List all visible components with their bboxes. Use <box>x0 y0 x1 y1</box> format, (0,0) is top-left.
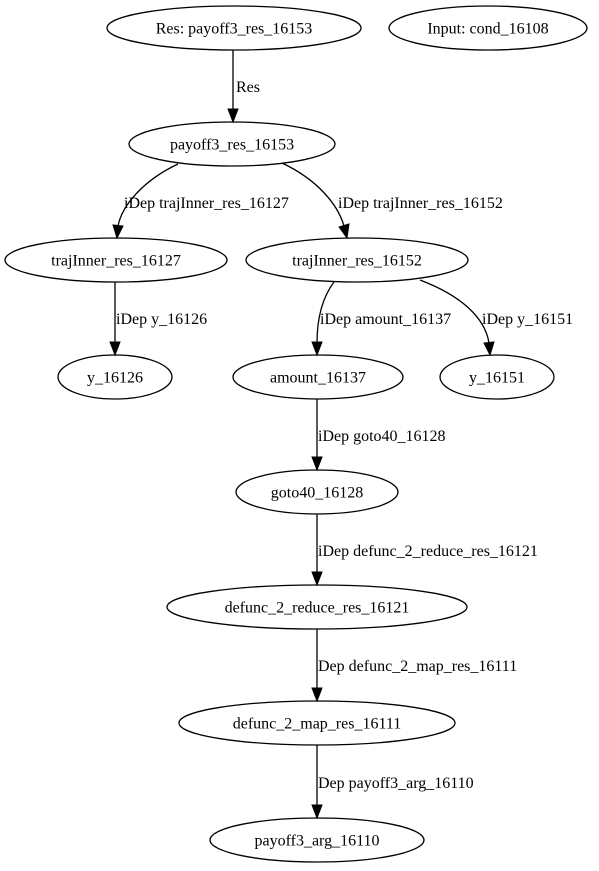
edge-dep-defunc-2-map-res-16111-arrowhead <box>311 687 323 703</box>
node-trajinner-16127: trajInner_res_16127 <box>4 237 228 283</box>
node-res-payoff3: Res: payoff3_res_16153 <box>106 5 362 51</box>
node-defunc-2-reduce-res-16121-label: defunc_2_reduce_res_16121 <box>225 600 410 617</box>
edge-idep-trajinner-16127-label: iDep trajInner_res_16127 <box>124 195 289 212</box>
edge-idep-y-16151-arrowhead <box>483 341 495 357</box>
node-payoff3-arg-16110-label: payoff3_arg_16110 <box>254 833 379 850</box>
edge-idep-amount-16137-label: iDep amount_16137 <box>320 311 451 328</box>
edge-dep-payoff3-arg-16110-label: Dep payoff3_arg_16110 <box>318 775 474 792</box>
node-amount-16137-label: amount_16137 <box>270 370 366 387</box>
node-trajinner-16152-label: trajInner_res_16152 <box>292 253 422 270</box>
node-y-16126: y_16126 <box>57 354 173 400</box>
edge-idep-goto40-16128-arrowhead <box>311 456 323 472</box>
edge-idep-amount-16137-arrowhead <box>311 341 323 357</box>
edge-idep-trajinner-16127: iDep trajInner_res_16127 <box>112 163 289 240</box>
node-input-cond: Input: cond_16108 <box>388 5 588 51</box>
edge-dep-defunc-2-map-res-16111-label: Dep defunc_2_map_res_16111 <box>318 658 517 675</box>
edge-idep-amount-16137: iDep amount_16137 <box>311 281 451 357</box>
edge-idep-goto40-16128-label: iDep goto40_16128 <box>318 428 446 445</box>
edge-idep-defunc-2-reduce-res-16121: iDep defunc_2_reduce_res_16121 <box>311 514 538 587</box>
edge-dep-payoff3-arg-16110: Dep payoff3_arg_16110 <box>311 745 474 820</box>
edge-res-arrowhead <box>227 108 239 124</box>
node-y-16151-label: y_16151 <box>469 370 525 387</box>
edge-idep-y-16126-label: iDep y_16126 <box>116 311 207 328</box>
edge-dep-payoff3-arg-16110-arrowhead <box>311 804 323 820</box>
node-trajinner-16152: trajInner_res_16152 <box>245 237 469 283</box>
edge-idep-defunc-2-reduce-res-16121-label: iDep defunc_2_reduce_res_16121 <box>318 543 538 560</box>
edge-idep-trajinner-16152-line <box>281 162 345 227</box>
edge-idep-trajinner-16152-label: iDep trajInner_res_16152 <box>338 195 503 212</box>
edge-idep-y-16151-line <box>419 279 490 344</box>
edge-idep-y-16151: iDep y_16151 <box>419 279 573 357</box>
edge-idep-defunc-2-reduce-res-16121-arrowhead <box>311 571 323 587</box>
edge-idep-y-16126: iDep y_16126 <box>109 282 207 357</box>
node-defunc-2-map-res-16111: defunc_2_map_res_16111 <box>178 700 456 746</box>
node-defunc-2-map-res-16111-label: defunc_2_map_res_16111 <box>233 716 402 733</box>
edge-idep-amount-16137-line <box>316 281 335 344</box>
edge-res: Res <box>227 50 260 124</box>
edge-idep-trajinner-16152: iDep trajInner_res_16152 <box>281 162 503 240</box>
edge-idep-trajinner-16127-line <box>117 163 179 227</box>
node-payoff3-res: payoff3_res_16153 <box>128 121 336 167</box>
node-amount-16137: amount_16137 <box>232 354 404 400</box>
edge-dep-defunc-2-map-res-16111: Dep defunc_2_map_res_16111 <box>311 629 517 703</box>
edge-idep-goto40-16128: iDep goto40_16128 <box>311 399 446 472</box>
node-goto40-16128-label: goto40_16128 <box>271 485 363 502</box>
edge-idep-y-16151-label: iDep y_16151 <box>482 311 573 328</box>
node-y-16126-label: y_16126 <box>87 370 143 387</box>
edge-idep-trajinner-16152-arrowhead <box>338 223 350 240</box>
edge-idep-y-16126-arrowhead <box>109 341 121 357</box>
node-y-16151: y_16151 <box>439 354 555 400</box>
node-res-payoff3-label: Res: payoff3_res_16153 <box>156 21 313 38</box>
node-defunc-2-reduce-res-16121: defunc_2_reduce_res_16121 <box>166 584 468 630</box>
node-trajinner-16127-label: trajInner_res_16127 <box>51 253 181 270</box>
node-payoff3-res-label: payoff3_res_16153 <box>170 137 294 154</box>
edge-idep-trajinner-16127-arrowhead <box>112 224 124 240</box>
edge-res-label: Res <box>236 79 260 96</box>
node-goto40-16128: goto40_16128 <box>235 469 399 515</box>
node-payoff3-arg-16110: payoff3_arg_16110 <box>209 817 425 863</box>
node-input-cond-label: Input: cond_16108 <box>427 21 548 38</box>
